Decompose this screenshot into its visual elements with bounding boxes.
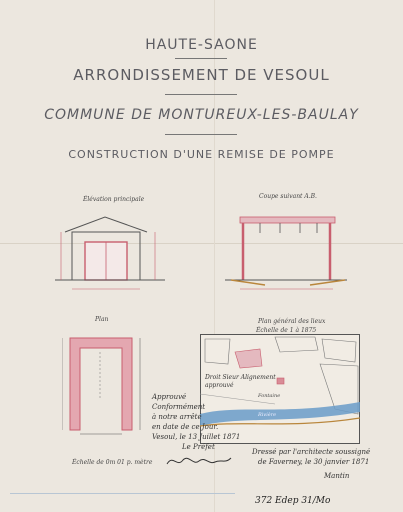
- title-rule-3: [165, 134, 237, 135]
- label-fontaine: Fontaine: [258, 393, 281, 399]
- site-note-line-2: approuvé: [205, 382, 234, 389]
- architect-note: Dressé par l'architecte soussigné de Fav…: [252, 447, 370, 481]
- approval-line-1: Approuvé: [152, 393, 187, 401]
- prefect-signature: [166, 457, 232, 465]
- archive-reference: 372 Edep 31/Mo: [255, 496, 331, 506]
- label-elevation: Élévation principale: [83, 196, 145, 203]
- approval-line-4: en date de ce Jour.: [152, 423, 219, 431]
- elevation-drawing: [55, 216, 165, 290]
- title-department: HAUTE-SAONE: [145, 37, 258, 53]
- label-site-scale: Échelle de 1 à 1875: [256, 327, 317, 334]
- approval-line-5: Vesoul, le 13 Juillet 1871: [152, 433, 241, 441]
- title-rule-2: [165, 94, 237, 95]
- fold-line-horizontal: [0, 243, 403, 244]
- architect-line-1: Dressé par l'architecte soussigné: [252, 448, 371, 456]
- site-note: Droit Sieur Alignement approuvé: [205, 374, 276, 390]
- section-drawing: [225, 216, 347, 290]
- architect-signature: Mantin: [324, 472, 350, 480]
- site-note-line-1: Droit Sieur Alignement: [205, 374, 276, 381]
- site-plan-map: [200, 334, 360, 444]
- fold-line-vertical: [214, 0, 215, 512]
- approval-line-2: Conformément: [152, 403, 206, 411]
- title-arrondissement: ARRONDISSEMENT DE VESOUL: [73, 66, 330, 84]
- title-construction: CONSTRUCTION D'UNE REMISE DE POMPE: [68, 148, 335, 161]
- bottom-blue-line: [10, 493, 235, 494]
- title-rule-1: [175, 58, 227, 59]
- label-site-plan: Plan général des lieux: [258, 318, 326, 325]
- approval-note: Approuvé Conformément à notre arrêté en …: [152, 392, 240, 452]
- plan-drawing: [62, 337, 141, 435]
- label-plan: Plan: [95, 316, 109, 323]
- approval-line-6: Le Préfet: [182, 443, 215, 451]
- architect-line-2: de Faverney, le 30 janvier 1871: [258, 458, 370, 466]
- title-commune: COMMUNE DE MONTUREUX-LES-BAULAY: [44, 107, 359, 123]
- label-section: Coupe suivant A.B.: [259, 193, 317, 200]
- label-plan-scale: Échelle de 0m 01 p. mètre: [72, 459, 153, 466]
- approval-line-3: à notre arrêté: [152, 413, 202, 421]
- label-river: Rivière: [258, 412, 277, 418]
